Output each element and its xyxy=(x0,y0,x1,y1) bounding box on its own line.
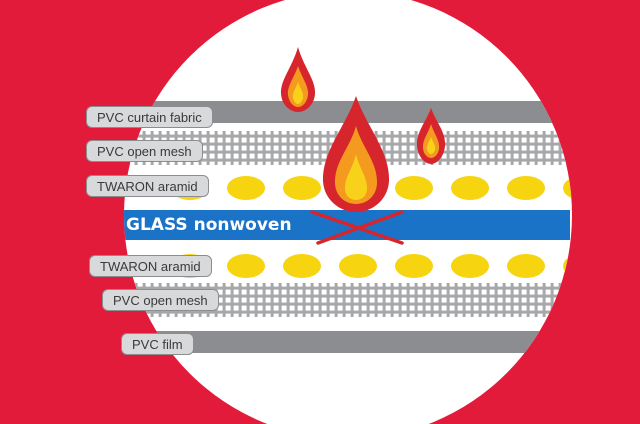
aramid-fiber xyxy=(227,254,265,278)
aramid-fiber xyxy=(507,176,545,200)
label-twaron-aramid-bottom: TWARON aramid xyxy=(89,255,212,277)
aramid-fiber xyxy=(283,176,321,200)
aramid-fiber xyxy=(283,254,321,278)
pvc-film-band xyxy=(124,331,570,353)
flame-icon xyxy=(280,47,316,112)
flame-icon xyxy=(416,108,446,164)
twaron-aramid-top-band xyxy=(171,176,640,200)
aramid-fiber xyxy=(563,176,572,200)
label-pvc-open-mesh-bottom: PVC open mesh xyxy=(102,289,219,311)
twaron-aramid-bottom-band xyxy=(171,254,640,278)
aramid-fiber xyxy=(395,254,433,278)
label-pvc-curtain-fabric: PVC curtain fabric xyxy=(86,106,213,128)
label-twaron-aramid-top: TWARON aramid xyxy=(86,175,209,197)
pvc-curtain-fabric-band xyxy=(124,101,570,123)
aramid-fiber xyxy=(619,176,640,200)
aramid-fiber xyxy=(451,254,489,278)
aramid-fiber xyxy=(339,254,377,278)
aramid-fiber xyxy=(507,254,545,278)
label-pvc-open-mesh-top: PVC open mesh xyxy=(86,140,203,162)
aramid-fiber xyxy=(227,176,265,200)
aramid-fiber xyxy=(563,254,572,278)
flame-icon xyxy=(322,96,390,212)
aramid-fiber xyxy=(395,176,433,200)
aramid-fiber xyxy=(451,176,489,200)
aramid-fiber xyxy=(619,254,640,278)
label-pvc-film: PVC film xyxy=(121,333,194,355)
cross-icon xyxy=(310,210,404,245)
label-glass-nonwoven: GLASS nonwoven xyxy=(126,215,292,235)
